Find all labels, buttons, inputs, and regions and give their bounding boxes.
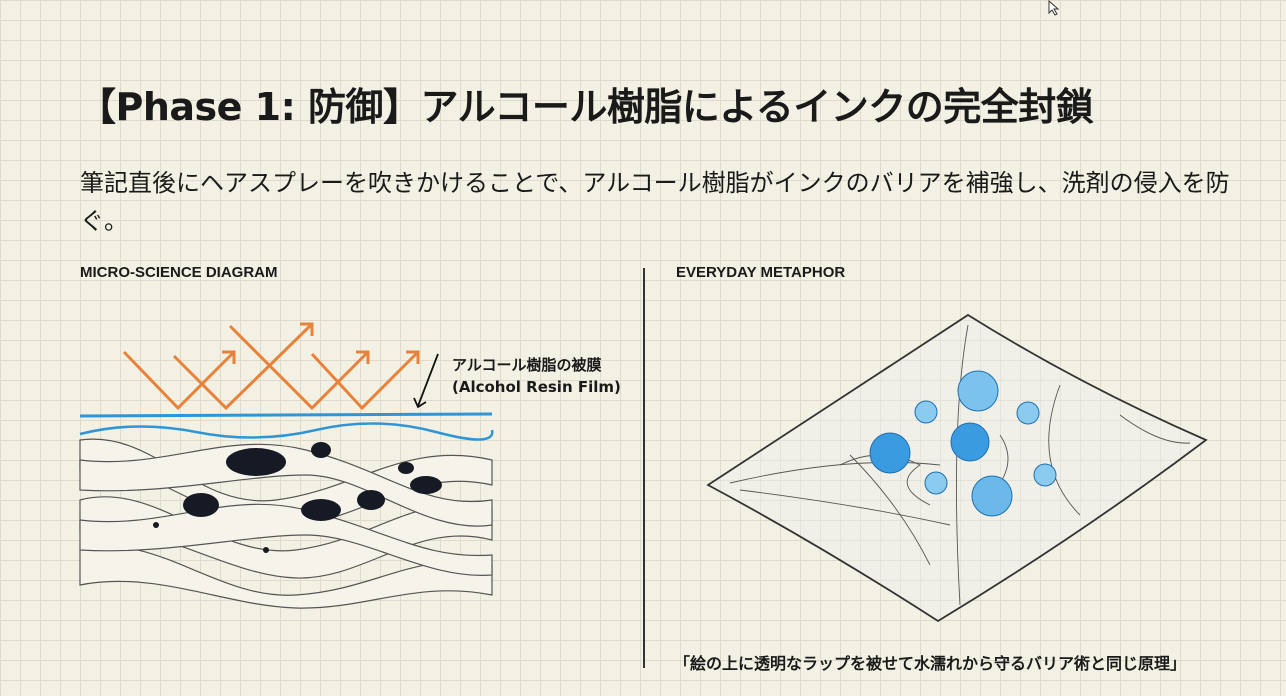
panel-divider xyxy=(643,268,645,668)
wrap-outline xyxy=(706,313,1208,623)
mouse-cursor-icon xyxy=(1048,0,1060,16)
ink-particles xyxy=(153,442,442,553)
slide-title: 【Phase 1: 防御】アルコール樹脂によるインクの完全封鎖 xyxy=(78,85,1094,129)
water-droplets xyxy=(869,370,1057,517)
film-label-ja: アルコール樹脂の被膜 xyxy=(452,356,602,374)
fibers xyxy=(79,438,493,609)
film-label-en: (Alcohol Resin Film) xyxy=(452,378,621,396)
fiber-diagram xyxy=(79,322,494,609)
metaphor-caption: 「絵の上に透明なラップを被せて水濡れから守るバリア術と同じ原理」 xyxy=(674,654,1187,673)
everyday-metaphor-heading: EVERYDAY METAPHOR xyxy=(676,264,846,281)
reflection-arrows xyxy=(122,322,420,411)
micro-science-heading: MICRO-SCIENCE DIAGRAM xyxy=(80,264,278,281)
plastic-wrap-illustration xyxy=(706,313,1208,623)
resin-film xyxy=(79,412,493,418)
resin-film-label: アルコール樹脂の被膜 (Alcohol Resin Film) xyxy=(452,354,621,398)
slide-description: 筆記直後にヘアスプレーを吹きかけることで、アルコール樹脂がインクのバリアを補強し… xyxy=(80,169,1230,235)
